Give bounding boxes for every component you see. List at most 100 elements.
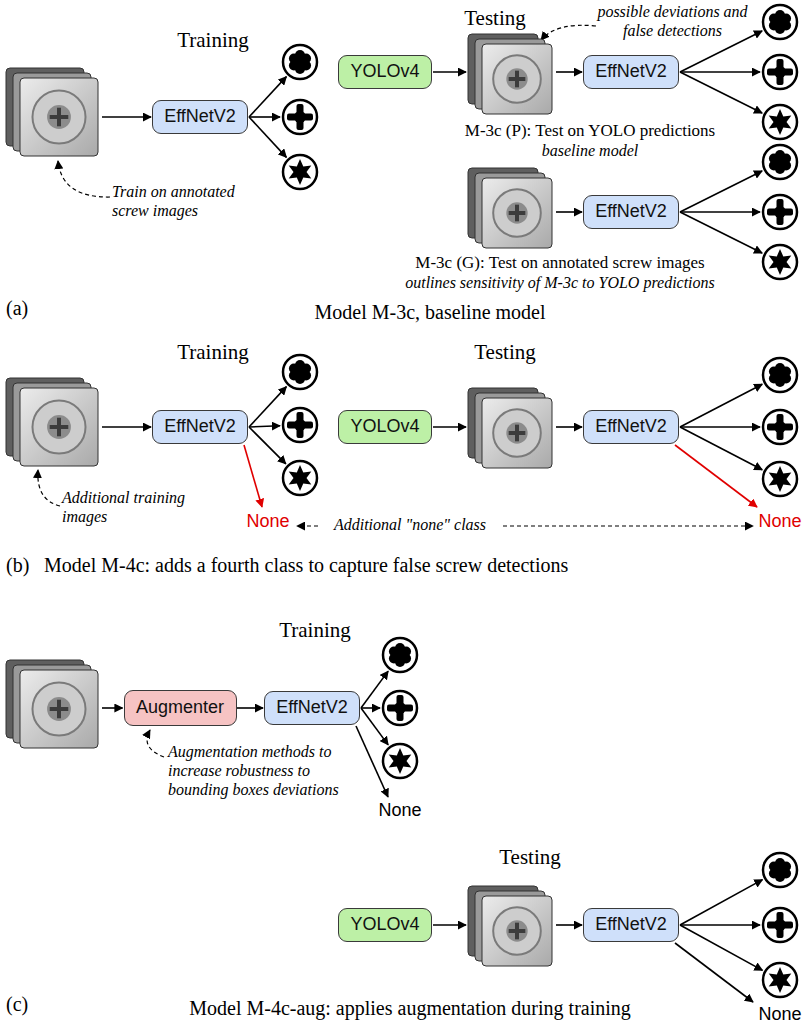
icon-ring — [283, 45, 317, 79]
icon-ring — [763, 963, 797, 997]
star-symbol — [769, 249, 792, 275]
box-label: EffNetV2 — [164, 106, 236, 128]
torx-core — [773, 863, 787, 877]
cross-core — [774, 66, 786, 78]
screw-image — [20, 78, 98, 156]
text-label: M-3c (P): Test on YOLO predictions — [465, 121, 715, 141]
class-arrow — [361, 707, 380, 709]
process-box: EffNetV2 — [152, 410, 248, 444]
class-icon — [763, 195, 797, 229]
none-arrow — [675, 445, 757, 507]
icon-ring — [283, 155, 317, 189]
screw-slot — [509, 211, 526, 215]
flow-arrow — [102, 707, 123, 709]
text-label: Model M-3c, baseline model — [314, 300, 545, 324]
box-label: YOLOv4 — [350, 416, 419, 438]
icon-ring — [283, 408, 317, 442]
image-stack — [468, 34, 552, 114]
process-box: YOLOv4 — [338, 908, 432, 942]
text-label: Training — [177, 340, 249, 365]
screw-head — [493, 907, 541, 955]
image-stack — [6, 378, 98, 466]
class-icon — [283, 100, 317, 134]
flow-arrow — [556, 211, 582, 213]
class-arrow — [249, 77, 286, 117]
box-label: YOLOv4 — [350, 914, 419, 936]
icon-ring — [383, 744, 417, 778]
class-icon — [763, 5, 797, 39]
class-arrow — [680, 880, 762, 925]
none-arrow — [356, 726, 388, 797]
class-arrow — [680, 925, 762, 970]
class-icon — [763, 853, 797, 887]
flow-arrow — [433, 924, 466, 926]
torx-core — [393, 648, 407, 662]
leader-line — [58, 161, 110, 197]
class-arrow — [249, 427, 286, 464]
screw-head — [493, 409, 541, 457]
box-label: EffNetV2 — [164, 416, 236, 438]
icon-ring — [283, 461, 317, 495]
star-symbol — [289, 465, 312, 491]
cross-core — [774, 421, 786, 433]
class-arrow — [249, 426, 280, 427]
text-label: possible deviations and false detections — [590, 2, 755, 40]
leader-lines — [38, 25, 753, 757]
screw-image — [20, 670, 98, 748]
box-label: EffNetV2 — [595, 61, 667, 83]
class-arrow — [680, 924, 760, 926]
text-label: Model M-4c: adds a fourth class to captu… — [44, 553, 568, 577]
screw-image — [482, 896, 552, 966]
icon-ring — [763, 145, 797, 179]
edge-connector — [237, 707, 264, 709]
icon-ring — [763, 245, 797, 279]
star-symbol — [769, 109, 792, 135]
class-icon — [283, 155, 317, 189]
star-symbol — [769, 466, 792, 492]
flow-arrow — [433, 426, 466, 428]
text-label: Additional training images — [62, 488, 187, 526]
flow-arrow — [102, 116, 151, 118]
screw-head — [32, 90, 85, 143]
icon-ring — [763, 462, 797, 496]
text-label: outlines sensitivity of M-3c to YOLO pre… — [405, 273, 715, 292]
screw-recess — [47, 697, 71, 721]
screw-image — [20, 388, 98, 466]
screw-image — [482, 44, 552, 114]
star-symbol — [289, 159, 312, 185]
screw-recess — [47, 415, 71, 439]
text-label: Testing — [499, 845, 561, 870]
process-box: Augmenter — [124, 690, 237, 726]
icon-ring — [763, 908, 797, 942]
leader-line — [38, 470, 60, 506]
cross-core — [774, 206, 786, 218]
class-icon — [763, 908, 797, 942]
text-label: Augmentation methods to increase robustn… — [168, 742, 348, 800]
leader-line — [147, 730, 164, 757]
torx-core — [293, 55, 307, 69]
icon-ring — [763, 195, 797, 229]
class-arrow — [249, 387, 286, 427]
box-label: EffNetV2 — [276, 697, 348, 719]
torx-core — [773, 368, 787, 382]
flow-arrow — [556, 71, 582, 73]
process-box: YOLOv4 — [338, 410, 432, 444]
text-label: Model M-4c-aug: applies augmentation dur… — [189, 996, 631, 1020]
text-label: Testing — [474, 340, 536, 365]
class-icon — [763, 145, 797, 179]
text-label: Training — [279, 618, 351, 643]
screw-recess — [47, 105, 71, 129]
image-stack — [6, 68, 98, 156]
class-icon — [383, 691, 417, 725]
icon-ring — [383, 691, 417, 725]
icon-ring — [283, 100, 317, 134]
leader-line — [297, 525, 318, 526]
process-box: EffNetV2 — [583, 55, 679, 89]
class-arrow — [680, 71, 760, 73]
icon-ring — [283, 355, 317, 389]
class-icon — [383, 638, 417, 672]
class-icon — [283, 461, 317, 495]
image-stack — [468, 388, 552, 468]
icon-ring — [383, 638, 417, 672]
